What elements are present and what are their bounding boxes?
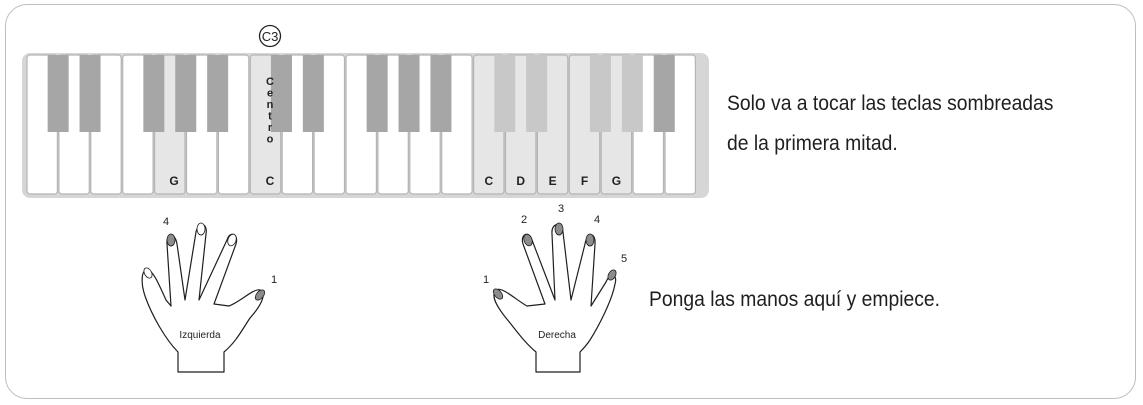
black-key bbox=[47, 55, 69, 132]
instruction-line-2: de la primera mitad. bbox=[727, 132, 898, 155]
center-letter: C bbox=[266, 76, 274, 88]
black-key bbox=[366, 55, 388, 132]
key-label-center-c: C bbox=[266, 174, 275, 188]
black-key bbox=[653, 55, 675, 132]
c3-label: C3 bbox=[262, 29, 279, 44]
black-key bbox=[143, 55, 165, 132]
center-letter: n bbox=[267, 99, 274, 111]
black-key bbox=[589, 55, 611, 132]
right-finger-number-5: 5 bbox=[621, 253, 627, 265]
black-key bbox=[398, 55, 420, 132]
black-key bbox=[207, 55, 229, 132]
right-ring-fingertip bbox=[585, 233, 595, 247]
center-letter: r bbox=[268, 122, 273, 134]
instruction-line-1: Solo va a tocar las teclas sombreadas bbox=[727, 92, 1054, 115]
left-finger-number-1: 1 bbox=[271, 274, 277, 286]
instruction-line-3: Ponga las manos aquí y empiece. bbox=[649, 288, 941, 311]
black-key bbox=[494, 55, 516, 132]
black-key bbox=[79, 55, 101, 132]
left-ring-fingertip bbox=[166, 233, 176, 247]
right-hand-label: Derecha bbox=[538, 330, 576, 341]
key-label-note: C bbox=[484, 174, 493, 188]
left-finger-number-4: 4 bbox=[163, 216, 169, 228]
key-label-note: E bbox=[549, 174, 557, 188]
right-note-labels: C D E F G bbox=[484, 174, 621, 188]
left-hand-label: Izquierda bbox=[179, 330, 221, 341]
center-letter: o bbox=[267, 134, 274, 146]
right-hand: 1 2 3 4 5 Derecha bbox=[483, 203, 627, 373]
right-finger-number-3: 3 bbox=[558, 203, 564, 215]
key-label-note: G bbox=[612, 174, 621, 188]
key-label-g-left: G bbox=[169, 174, 178, 188]
black-key bbox=[175, 55, 197, 132]
center-letter: e bbox=[267, 88, 273, 100]
left-thumb-fingertip bbox=[254, 289, 266, 301]
right-hand-outline bbox=[493, 224, 617, 373]
black-key bbox=[270, 55, 292, 132]
black-key bbox=[430, 55, 452, 132]
right-index-fingertip bbox=[523, 233, 533, 247]
left-hand-outline bbox=[141, 224, 264, 373]
left-index-fingertip bbox=[227, 233, 237, 247]
diagram-frame bbox=[5, 4, 1136, 399]
right-little-fingertip bbox=[607, 269, 617, 281]
key-label-note: D bbox=[516, 174, 525, 188]
black-keys bbox=[47, 55, 675, 132]
black-key bbox=[526, 55, 548, 132]
right-middle-fingertip bbox=[554, 222, 564, 236]
black-key bbox=[621, 55, 643, 132]
right-finger-number-4: 4 bbox=[594, 214, 600, 226]
left-hand: 4 1 Izquierda bbox=[141, 216, 277, 373]
left-little-fingertip bbox=[143, 267, 153, 279]
black-key bbox=[302, 55, 324, 132]
right-finger-number-2: 2 bbox=[521, 214, 527, 226]
key-label-note: F bbox=[581, 174, 588, 188]
left-middle-fingertip bbox=[196, 222, 206, 236]
c3-marker: C3 bbox=[258, 24, 282, 48]
right-finger-number-1: 1 bbox=[483, 274, 489, 286]
right-thumb-fingertip bbox=[492, 288, 504, 300]
center-letter: t bbox=[268, 111, 272, 123]
